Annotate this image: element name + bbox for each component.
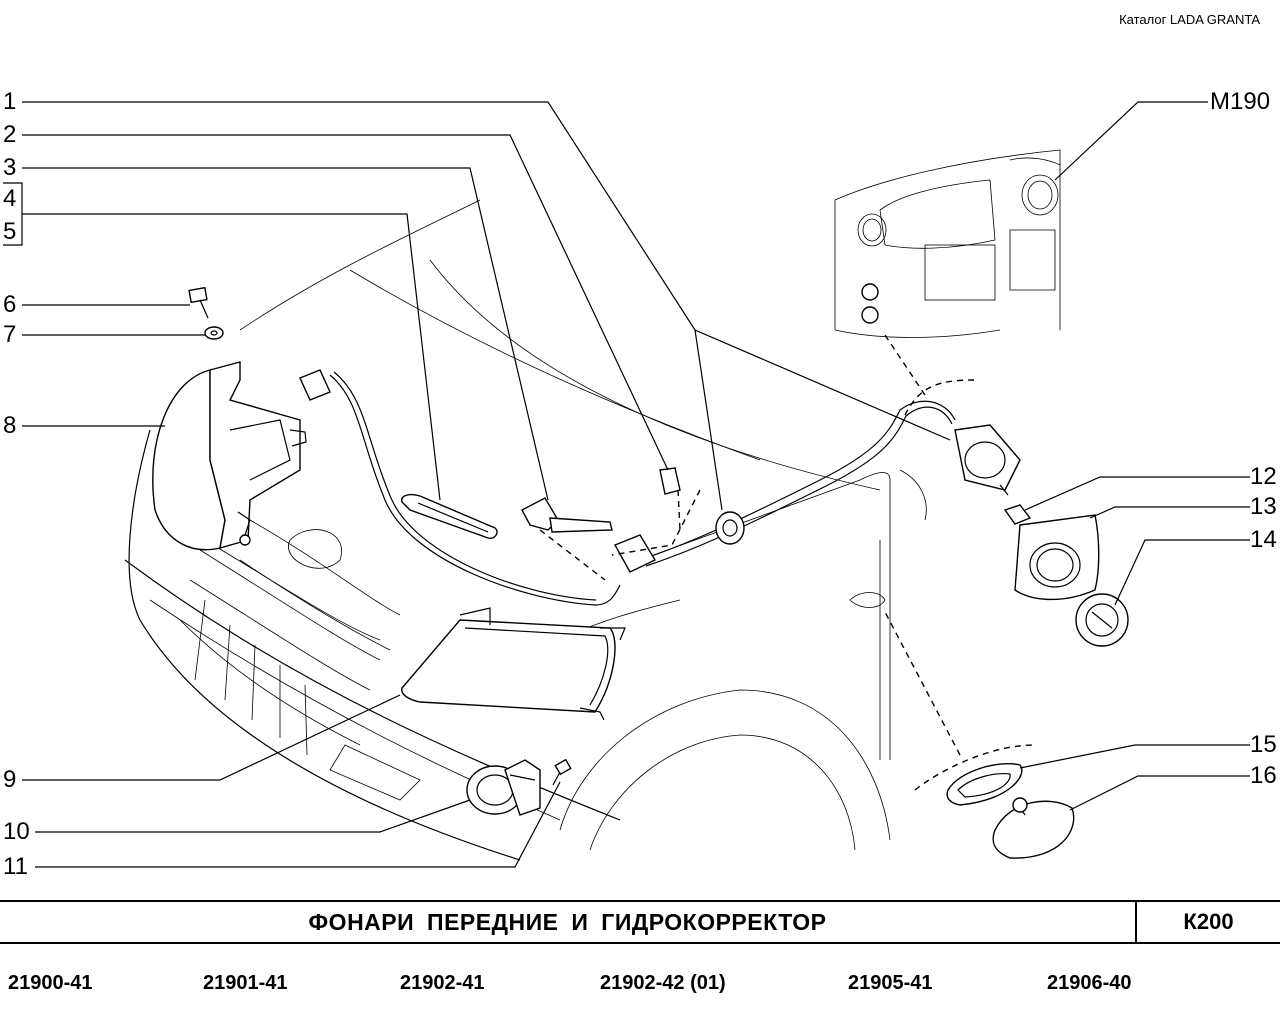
callout-5: 5 <box>3 218 17 245</box>
side-repeater-gasket <box>946 763 1023 806</box>
section-divider <box>1135 902 1137 942</box>
callout-4: 4 <box>3 185 17 212</box>
dashboard-outline <box>834 149 1061 338</box>
side-repeater-lamp <box>992 797 1075 859</box>
callout-6: 6 <box>3 291 17 318</box>
callout-m190: M190 <box>1210 88 1271 115</box>
corrector-tubes <box>299 369 956 606</box>
assembly-arrows <box>539 334 1036 791</box>
callout-11: 11 <box>3 853 28 880</box>
corrector-unit <box>954 424 1032 525</box>
parts-diagram <box>3 101 1250 868</box>
model-code: 21902-41 <box>400 972 485 994</box>
section-title-bar: ФОНАРИ ПЕРЕДНИЕ И ГИДРОКОРРЕКТОР К200 <box>0 900 1280 944</box>
headlight-lens <box>401 607 626 721</box>
model-code: 21900-41 <box>8 972 93 994</box>
sealing-strip <box>401 493 498 540</box>
fog-lamp-screw <box>552 758 572 786</box>
section-title: ФОНАРИ ПЕРЕДНИЕ И ГИДРОКОРРЕКТОР <box>308 909 827 935</box>
callout-10: 10 <box>3 818 30 845</box>
bolt-and-washer <box>188 286 224 340</box>
car-body-outline <box>124 199 927 861</box>
model-code: 21905-41 <box>848 972 933 994</box>
callout-14: 14 <box>1250 526 1277 553</box>
callout-1: 1 <box>3 88 17 115</box>
headlight-unit <box>152 361 307 551</box>
model-code: 21902-42 (01) <box>600 972 726 994</box>
callout-15: 15 <box>1250 731 1277 758</box>
catalog-header: Каталог LADA GRANTA <box>1119 12 1260 27</box>
callout-12: 12 <box>1250 463 1277 490</box>
tube-clip <box>659 467 681 495</box>
model-code: 21906-40 <box>1047 972 1132 994</box>
corrector-bezel <box>1014 514 1100 601</box>
corrector-knob <box>1075 593 1129 647</box>
tube-bracket <box>521 497 613 533</box>
callout-9: 9 <box>3 766 17 793</box>
callout-13: 13 <box>1250 493 1277 520</box>
callout-3: 3 <box>3 154 17 181</box>
model-code: 21901-41 <box>203 972 288 994</box>
section-code: К200 <box>1183 909 1234 934</box>
leader-lines <box>3 101 1250 868</box>
callout-7: 7 <box>3 321 17 348</box>
callout-8: 8 <box>3 412 17 439</box>
callout-2: 2 <box>3 121 17 148</box>
callout-16: 16 <box>1250 762 1277 789</box>
fog-lamp <box>466 759 541 816</box>
